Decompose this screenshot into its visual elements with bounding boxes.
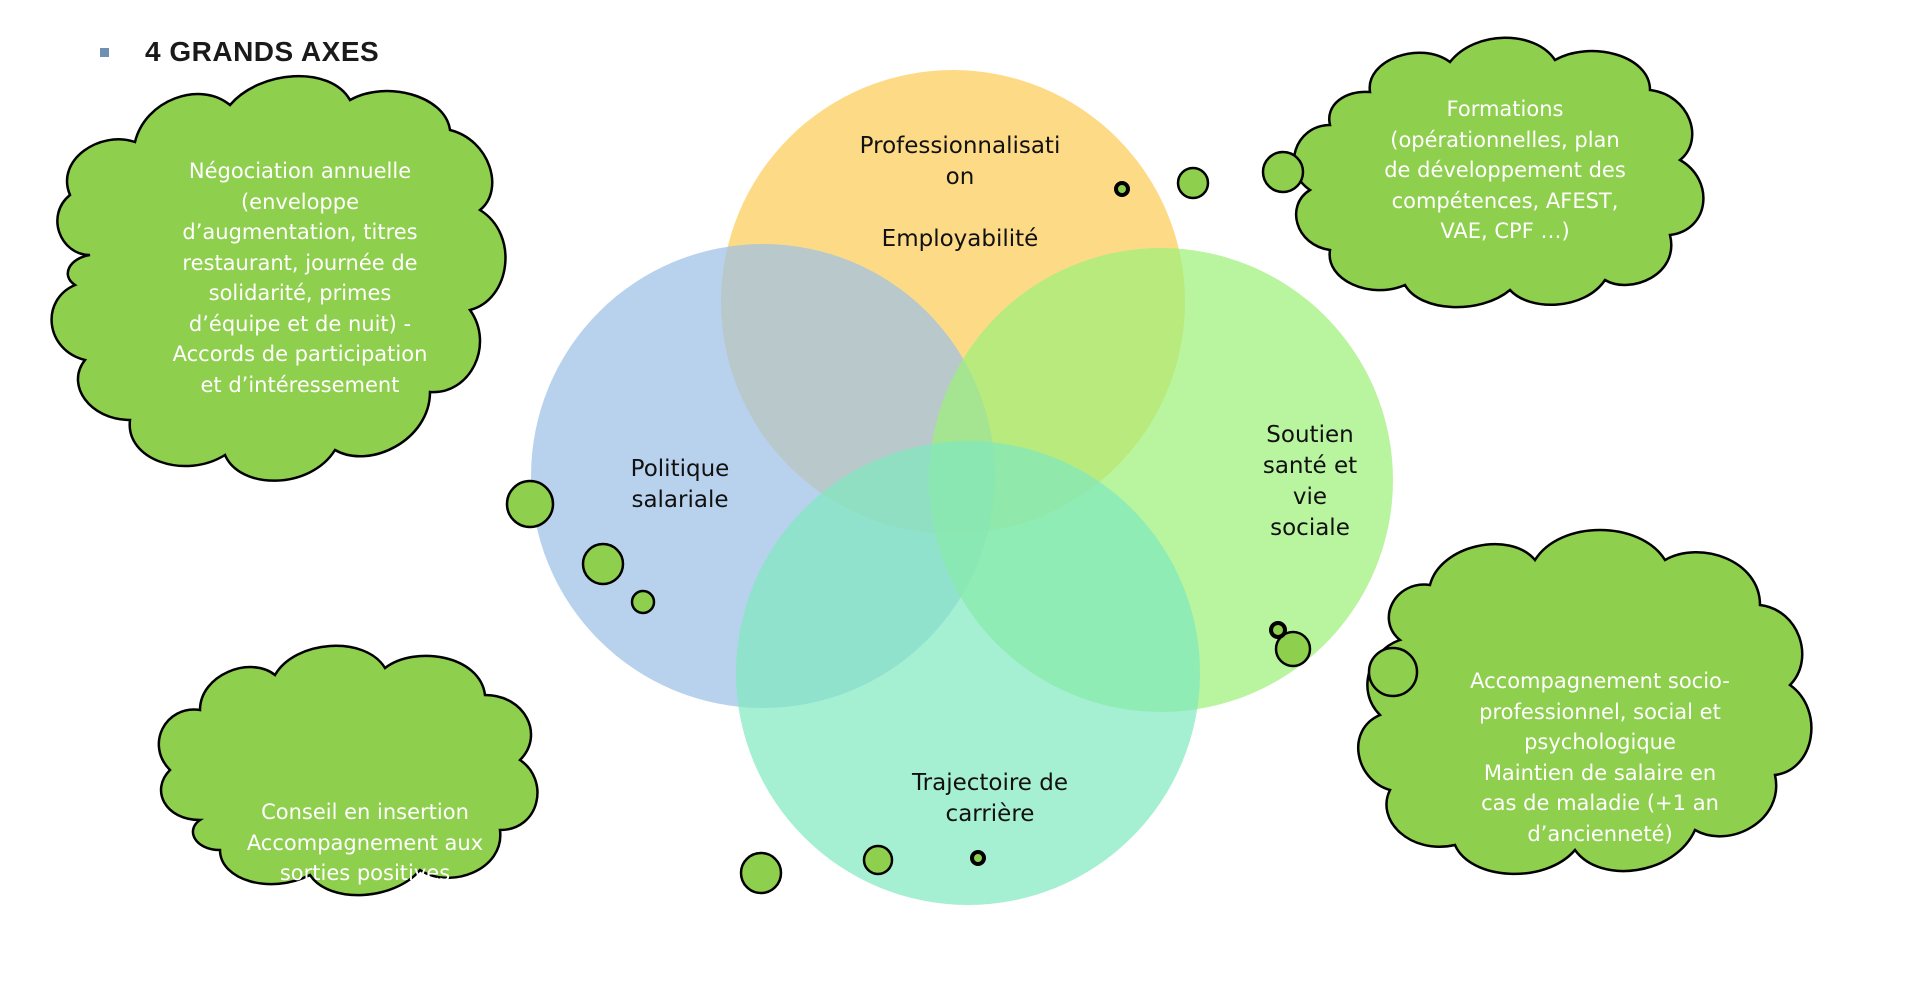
label-politique-salariale: Politique salariale (630, 456, 730, 513)
thought-bubbles-bottom-left (739, 844, 986, 895)
cloud-formations (1292, 36, 1705, 309)
heading-title: 4 GRANDS AXES (145, 36, 380, 67)
cloud-text-accompagnement: Accompagnement socio- professionnel, soc… (1470, 669, 1730, 846)
bullet-icon (100, 47, 109, 57)
venn-circles (531, 70, 1393, 905)
thought-bubbles-top-left (505, 479, 656, 615)
label-trajectoire-carriere: Trajectoire de carrière (911, 770, 1069, 827)
cloud-text-insertion: Conseil en insertion Accompagnement aux … (246, 800, 484, 916)
cloud-text-formations: Formations (opérationnelles, plan de dév… (1384, 97, 1626, 243)
cloud-accompagnement (1356, 528, 1813, 876)
cloud-negociation (50, 74, 507, 482)
section-heading: 4 GRANDS AXES (100, 36, 379, 68)
cloud-text-negociation: Négociation annuelle (enveloppe d’augmen… (172, 159, 428, 397)
label-soutien-sante: Soutien santé et vie sociale (1262, 422, 1358, 541)
circle-trajectoire-carriere (736, 441, 1200, 905)
label-professionnalisation: Professionnalisati on Employabilité (859, 133, 1061, 252)
cloud-insertion (157, 644, 539, 897)
thought-bubbles-top-right (1114, 150, 1305, 200)
thought-bubbles-bottom-right (1269, 621, 1419, 698)
